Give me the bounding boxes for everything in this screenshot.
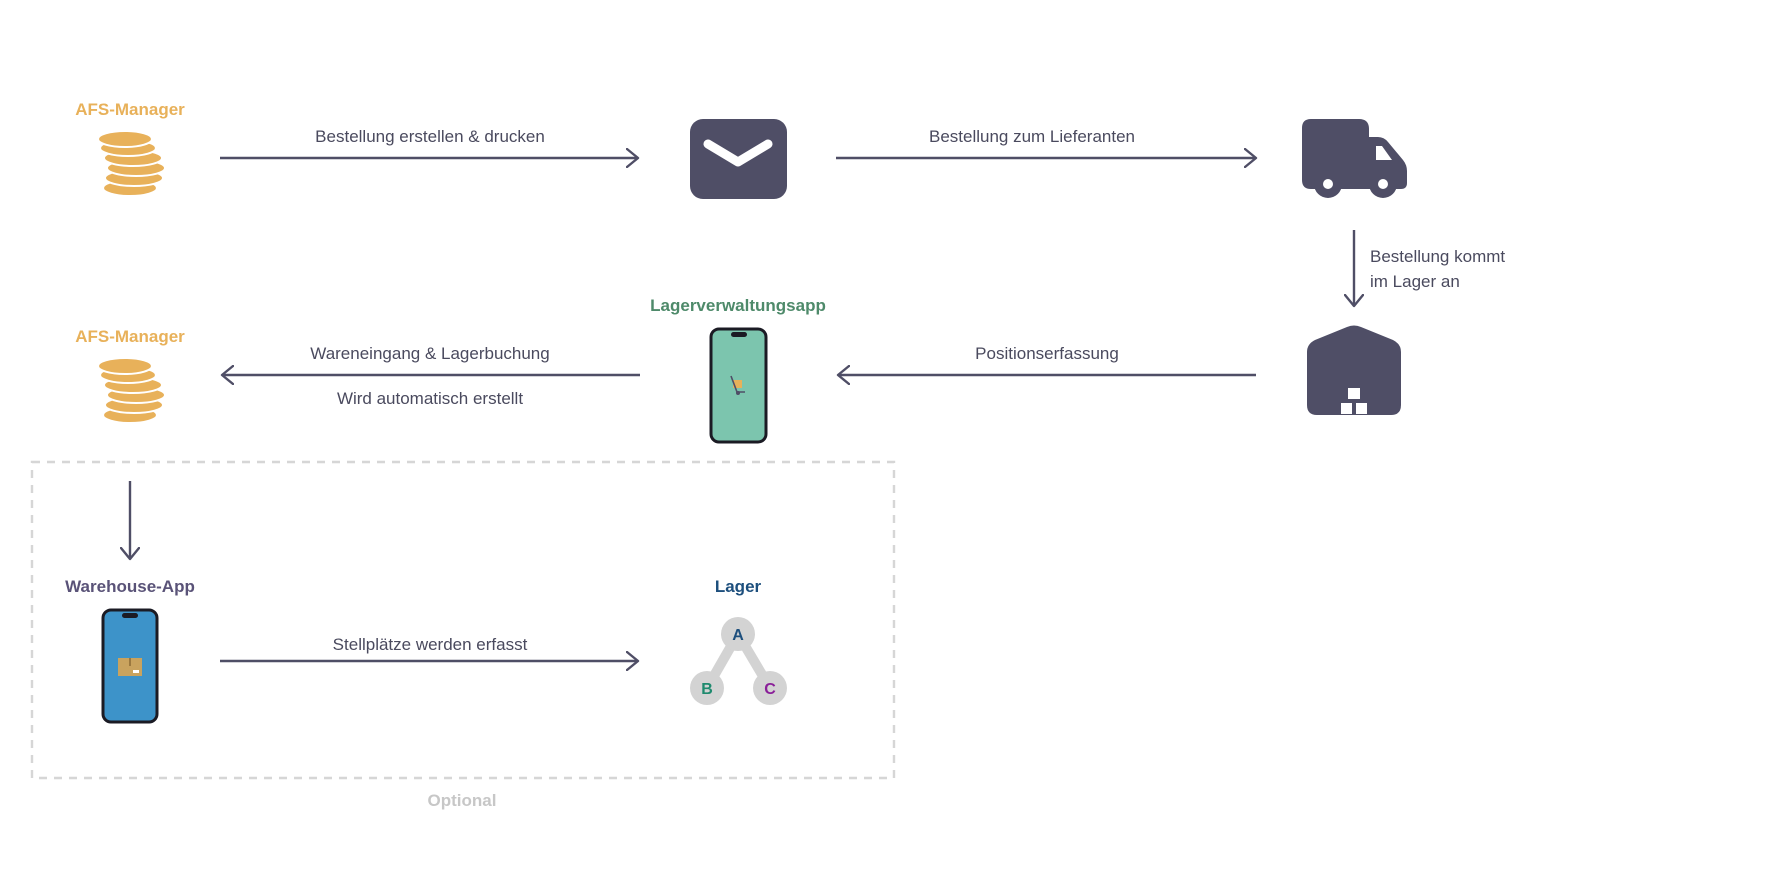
- optional-label: Optional: [428, 791, 497, 810]
- coins-icon-top: [97, 130, 166, 197]
- truck-icon: [1302, 119, 1407, 198]
- label-goods-receipt: Wareneingang & Lagerbuchung: [310, 344, 549, 363]
- label-slots-captured: Stellplätze werden erfasst: [333, 635, 528, 654]
- afs-manager-mid-title: AFS-Manager: [75, 327, 185, 346]
- slot-a-node: [721, 617, 755, 651]
- coins-icon-mid: [97, 357, 166, 424]
- slot-b-label: B: [701, 681, 713, 698]
- label-order-print: Bestellung erstellen & drucken: [315, 127, 545, 146]
- package-icon: [118, 658, 142, 676]
- warehouse-icon: [1307, 325, 1401, 415]
- label-to-supplier: Bestellung zum Lieferanten: [929, 127, 1135, 146]
- slot-a-label: A: [732, 627, 744, 644]
- lagerverwaltungsapp-title: Lagerverwaltungsapp: [650, 296, 826, 315]
- lager-title: Lager: [715, 577, 762, 596]
- label-arrives-line1: Bestellung kommt: [1370, 247, 1505, 266]
- phone-lagerverwaltung-icon: [709, 327, 768, 444]
- label-arrives-line2: im Lager an: [1370, 272, 1460, 291]
- slot-c-label: C: [764, 681, 776, 698]
- phone-warehouse-icon: [101, 608, 159, 724]
- optional-box: [30, 460, 896, 780]
- warehouse-app-title: Warehouse-App: [65, 577, 195, 596]
- slot-c-node: [753, 671, 787, 705]
- hand-truck-icon: [730, 375, 745, 395]
- label-position-capture: Positionserfassung: [975, 344, 1119, 363]
- slot-b-node: [690, 671, 724, 705]
- envelope-icon: [690, 119, 787, 199]
- label-auto-created: Wird automatisch erstellt: [337, 389, 523, 408]
- storage-tree: A B C: [690, 617, 787, 705]
- afs-manager-top-title: AFS-Manager: [75, 100, 185, 119]
